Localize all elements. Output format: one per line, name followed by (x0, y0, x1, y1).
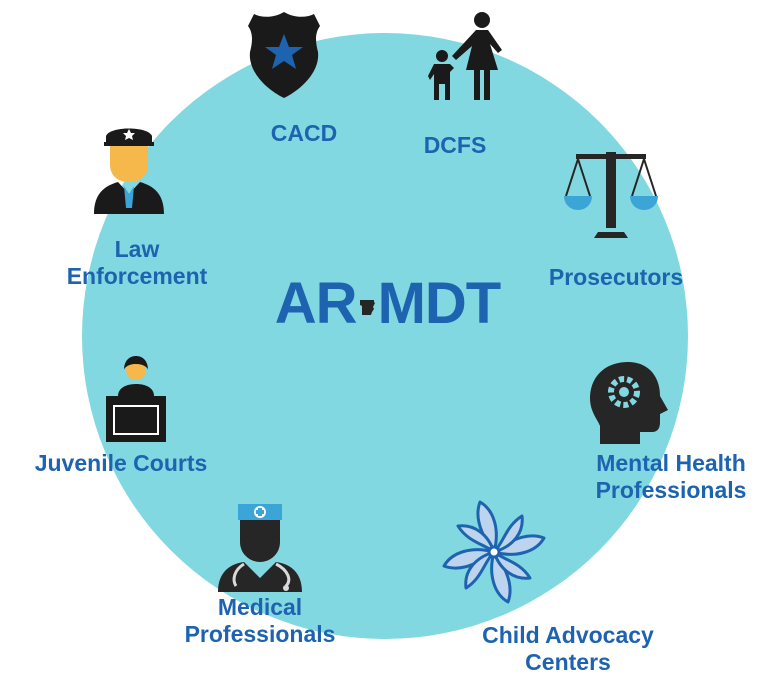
center-title-mdt: MDT (377, 270, 502, 336)
center-title: AR MDT (265, 268, 510, 338)
label-line: Law (114, 236, 160, 262)
parent-and-child-icon (428, 12, 502, 100)
police-badge-star-icon (248, 12, 320, 98)
node-law-label: Law Enforcement (40, 236, 234, 290)
node-cac-label: Child Advocacy Centers (448, 622, 688, 676)
label-line: Child Advocacy (482, 622, 654, 648)
label-line: Professionals (184, 621, 336, 647)
pinwheel-icon (442, 500, 546, 604)
background-circle (82, 33, 688, 639)
label-line: Professionals (595, 477, 747, 503)
label-line: Enforcement (66, 263, 208, 289)
arkansas-state-icon (359, 299, 375, 315)
center-title-ar: AR (274, 270, 358, 336)
node-cacd-label: CACD (254, 120, 354, 147)
label-line: CACD (270, 120, 338, 146)
node-mental-health-label: Mental Health Professionals (568, 450, 773, 504)
nurse-icon (218, 504, 302, 592)
police-officer-icon (94, 128, 164, 214)
label-line: DCFS (423, 132, 487, 158)
node-prosecutors-label: Prosecutors (530, 264, 702, 291)
label-line: Centers (525, 649, 611, 675)
node-dcfs-label: DCFS (405, 132, 505, 159)
label-line: Prosecutors (548, 264, 684, 290)
node-medical-label: Medical Professionals (160, 594, 360, 648)
label-line: Medical (217, 594, 303, 620)
label-line: Mental Health (596, 450, 746, 476)
head-with-gear-icon (590, 362, 668, 444)
label-line: Juvenile Courts (34, 450, 208, 476)
judge-at-bench-icon (106, 356, 166, 442)
node-juvenile-label: Juvenile Courts (8, 450, 234, 477)
scales-of-justice-icon (564, 152, 658, 238)
